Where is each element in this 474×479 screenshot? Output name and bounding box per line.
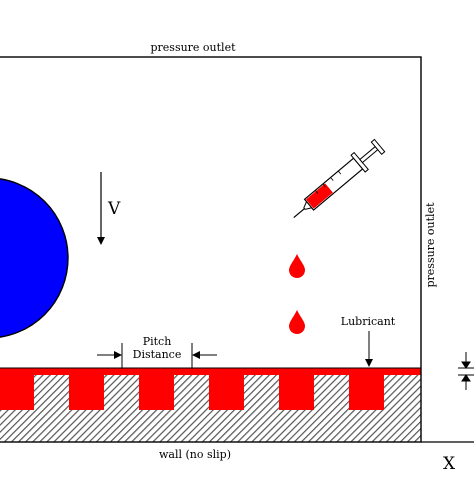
syringe-icon (293, 138, 386, 219)
lubricant-film (0, 368, 421, 375)
pitch-label-line2: Distance (133, 348, 182, 361)
lubricant-groove (139, 375, 174, 410)
pitch-distance-annotation: Pitch Distance (97, 335, 217, 369)
right-boundary-label: pressure outlet (424, 202, 437, 288)
water-droplet (0, 178, 69, 338)
lubricant-groove (279, 375, 314, 410)
domain-boundary (0, 56, 422, 443)
lubricant-groove (0, 375, 34, 410)
film-thickness-indicator (458, 352, 474, 390)
x-axis-label: X (443, 454, 456, 474)
lubricant-layer (0, 368, 421, 410)
lubricant-groove (209, 375, 244, 410)
lubricant-drop-icon (289, 254, 305, 278)
lubricant-groove (69, 375, 104, 410)
lubricant-groove (349, 375, 384, 410)
velocity-label: V (107, 199, 121, 219)
bottom-boundary-label: wall (no slip) (159, 448, 231, 461)
lubricant-drop-icon (289, 310, 305, 334)
pitch-label-line1: Pitch (143, 335, 172, 348)
lubricant-label: Lubricant (341, 315, 396, 328)
top-boundary-label: pressure outlet (150, 41, 236, 54)
